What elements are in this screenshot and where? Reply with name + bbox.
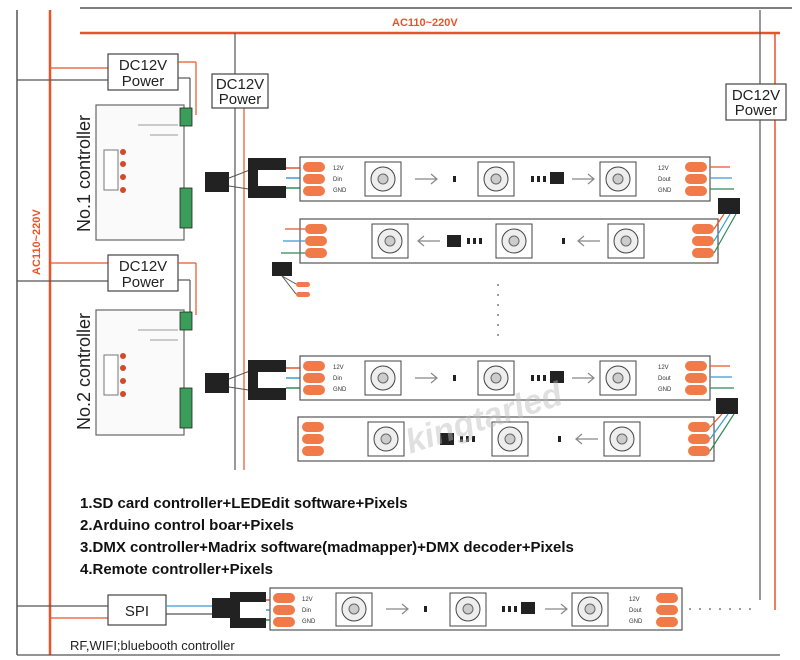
power-box-2: DC12V Power (211, 73, 269, 109)
data-flow-arrow-icon (545, 603, 568, 615)
strip-5-pin-out-gnd: GND (629, 619, 643, 625)
led-strip-3: 12V Din GND 12V Dout GND (299, 355, 711, 401)
spi-label: SPI (125, 603, 149, 620)
continuation-dots (497, 284, 499, 336)
strip-1-pin-gnd: GND (333, 188, 347, 194)
spi-controller: SPI (107, 592, 272, 628)
strip-3-pin-out-gnd: GND (658, 387, 672, 393)
controller-2: No.2 controller (74, 309, 193, 436)
pixel-led (607, 223, 645, 259)
strip-1-pin-12v: 12V (333, 166, 344, 172)
ic-chip-icon (521, 602, 535, 614)
strip-1-pin-din: Din (333, 177, 342, 183)
strip-3-pin-dout: Dout (658, 376, 671, 382)
power-box-1-line1: DC12V (119, 57, 167, 74)
ac-left-label: AC110~220V (31, 209, 43, 275)
connector-2 (205, 360, 302, 400)
data-flow-arrow-icon (575, 433, 598, 445)
ic-chip-icon (550, 172, 564, 184)
pixel-led (335, 592, 373, 627)
power-box-4-line2: Power (122, 274, 165, 291)
controller-1: No.1 controller (74, 104, 193, 241)
power-box-1: DC12V Power (107, 53, 197, 115)
ic-chip-icon (440, 433, 454, 445)
strip-link-right-1 (710, 166, 740, 254)
power-box-1-line2: Power (122, 73, 165, 90)
strip-1-pin-out-12v: 12V (658, 166, 669, 172)
strip-3-pin-gnd: GND (333, 387, 347, 393)
pixel-led (371, 223, 409, 259)
data-flow-arrow-icon (417, 235, 440, 247)
ac-top-label: AC110~220V (392, 17, 458, 29)
pixel-led (599, 161, 637, 197)
data-flow-arrow-icon (577, 235, 600, 247)
strip-1-pin-out-gnd: GND (658, 188, 672, 194)
power-box-4-line1: DC12V (119, 258, 167, 275)
data-flow-arrow-icon (572, 372, 595, 384)
controller-1-label: No.1 controller (74, 115, 94, 232)
pixel-led (495, 223, 533, 259)
option-3: 3.DMX controller+Madrix software(madmapp… (80, 539, 574, 556)
led-strip-4 (297, 416, 715, 462)
ic-chip-icon (550, 371, 564, 383)
power-box-3-line2: Power (735, 102, 778, 119)
power-box-3: DC12V Power (725, 83, 787, 121)
option-2: 2.Arduino control boar+Pixels (80, 517, 294, 534)
pixel-led (449, 592, 487, 627)
pixel-led (367, 421, 405, 457)
strip-1-pin-dout: Dout (658, 177, 671, 183)
power-box-4: DC12V Power (107, 254, 197, 315)
options-list: 1.SD card controller+LEDEdit software+Pi… (80, 495, 574, 578)
data-flow-arrow-icon (386, 603, 409, 615)
strip-5-pin-dout: Dout (629, 608, 642, 614)
strip-3-pin-din: Din (333, 376, 342, 382)
pixel-led (364, 360, 402, 396)
pixel-led (364, 161, 402, 197)
ic-chip-icon (447, 235, 461, 247)
strip-3-pin-out-12v: 12V (658, 365, 669, 371)
strip-5-pin-12v: 12V (302, 597, 313, 603)
option-4: 4.Remote controller+Pixels (80, 561, 273, 578)
data-flow-arrow-icon (415, 173, 438, 185)
pixel-led (571, 592, 609, 627)
led-strip-5: 12V Din GND 12V Dout GND (269, 587, 751, 631)
pixel-led (477, 161, 515, 197)
strip-2-tail (272, 228, 310, 297)
strip-5-pin-gnd: GND (302, 619, 316, 625)
data-flow-arrow-icon (572, 173, 595, 185)
power-box-2-line2: Power (219, 91, 262, 108)
strip-5-pin-din: Din (302, 608, 311, 614)
strip-3-pin-12v: 12V (333, 365, 344, 371)
bottom-note: RF,WIFI;bluebooth controller (70, 638, 235, 653)
strip-link-right-2 (709, 365, 738, 452)
power-box-3-line1: DC12V (732, 87, 780, 104)
pixel-led (603, 421, 641, 457)
pixel-led (599, 360, 637, 396)
strip-5-pin-out-12v: 12V (629, 597, 640, 603)
led-strip-2 (299, 218, 719, 264)
led-strip-1: 12V Din GND 12V Dout GND (299, 156, 711, 202)
power-box-2-line1: DC12V (216, 76, 264, 93)
pixel-led (477, 360, 515, 396)
data-flow-arrow-icon (415, 372, 438, 384)
controller-2-label: No.2 controller (74, 313, 94, 430)
pixel-led (491, 421, 529, 457)
option-1: 1.SD card controller+LEDEdit software+Pi… (80, 495, 408, 512)
connector-1 (205, 158, 302, 198)
